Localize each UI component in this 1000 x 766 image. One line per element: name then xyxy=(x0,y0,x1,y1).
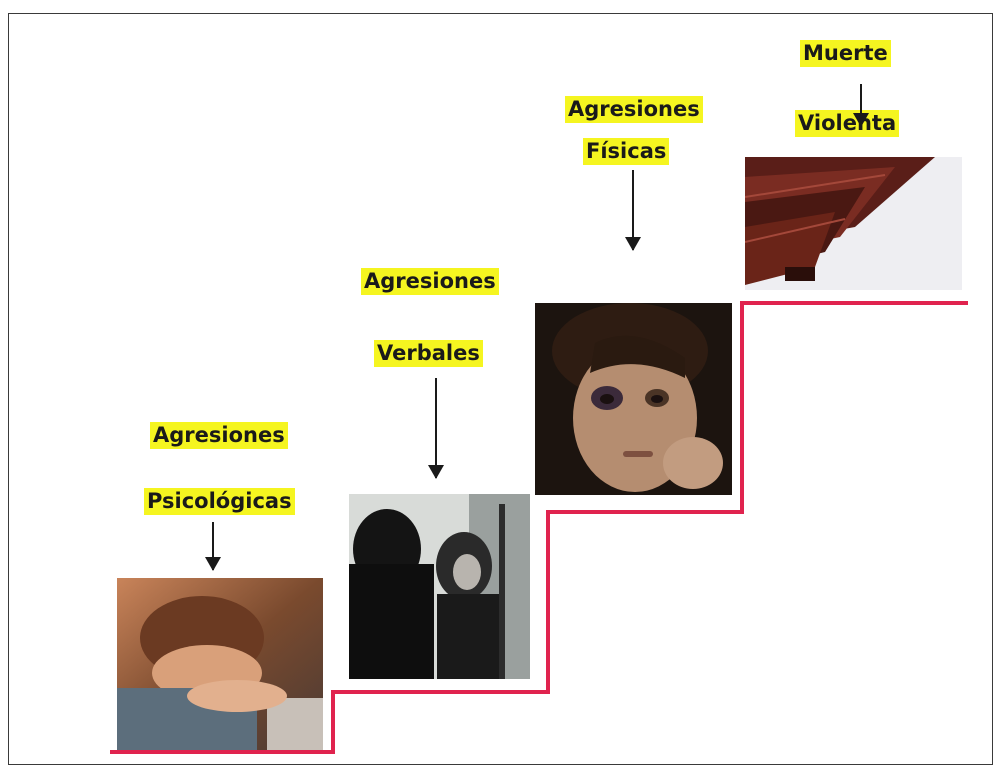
step-1-arrow-icon xyxy=(205,522,221,571)
coffin-photo xyxy=(745,157,962,290)
step-1-label-line1: Agresiones xyxy=(150,422,288,449)
step-4-arrow-icon xyxy=(853,84,869,127)
step-4-label-line1: Muerte xyxy=(800,40,891,67)
step-2-arrow-icon xyxy=(428,378,444,479)
step-1-label-line2: Psicológicas xyxy=(144,488,295,515)
step-4-label-line2: Violenta xyxy=(795,110,900,137)
step-3-arrow-icon xyxy=(625,170,641,251)
step-3-label-line2: Físicas xyxy=(583,138,670,165)
step-2-label-line1: Agresiones xyxy=(361,268,499,295)
adult-scolding-child-photo xyxy=(349,494,530,679)
crying-child-photo xyxy=(117,578,323,750)
step-3-label-line1: Agresiones xyxy=(565,96,703,123)
step-2-label-line2: Verbales xyxy=(374,340,483,367)
bruised-child-photo xyxy=(535,303,732,495)
slide-frame xyxy=(8,13,993,765)
